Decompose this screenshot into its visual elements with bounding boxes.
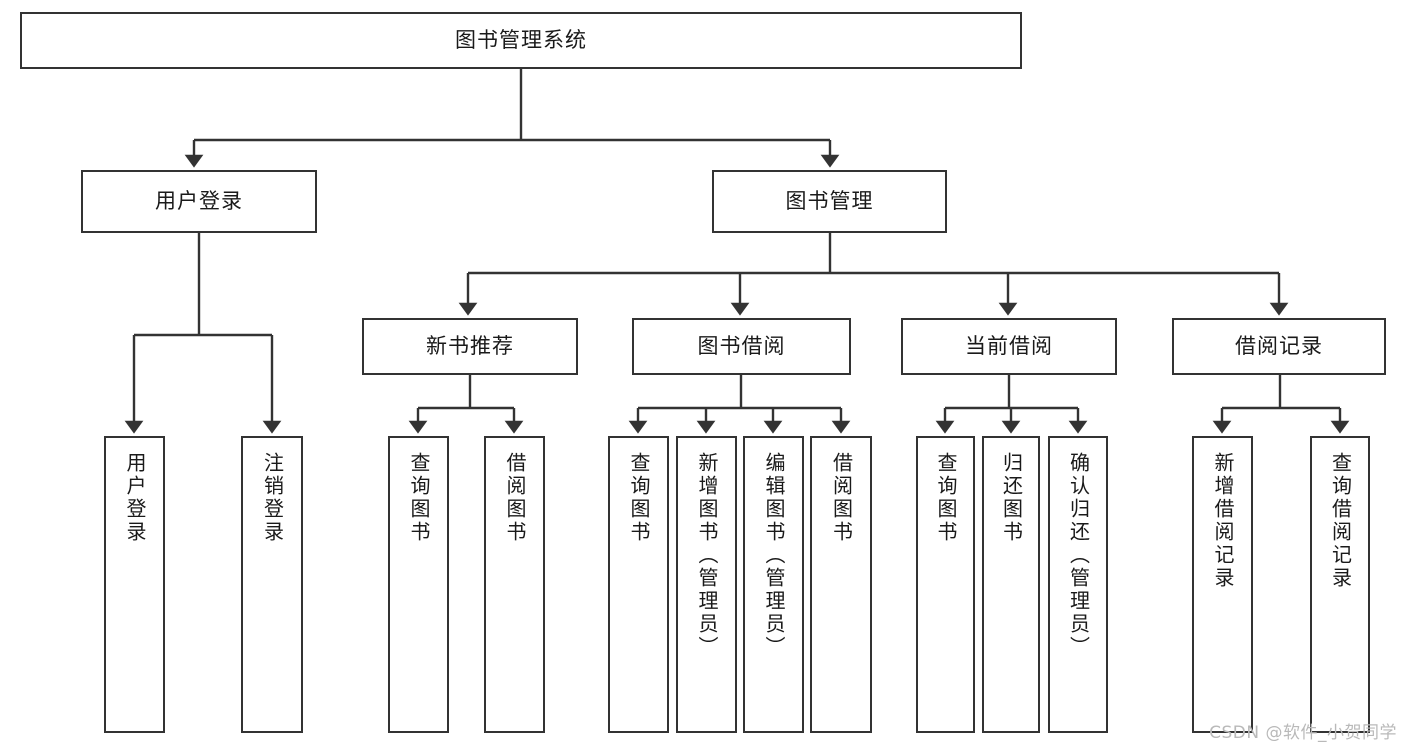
node-leaf-return-book[interactable]: 归还图书 <box>982 436 1040 733</box>
connector-user-login-to-leaves <box>124 233 282 434</box>
node-book-manage-label: 图书管理 <box>785 188 874 213</box>
node-root[interactable]: 图书管理系统 <box>20 12 1022 69</box>
node-leaf-confirm-return[interactable]: 确认归还（管理员） <box>1048 436 1108 733</box>
connector-borrow-record-to-leaves <box>1212 375 1350 434</box>
node-current-borrow[interactable]: 当前借阅 <box>901 318 1117 375</box>
connector-book-borrow-to-leaves <box>628 375 851 434</box>
node-leaf-user-logout-label: 注销登录 <box>260 452 285 544</box>
node-leaf-query-book-2-label: 查询图书 <box>627 452 651 544</box>
node-leaf-query-book-1-label: 查询图书 <box>407 452 431 544</box>
node-book-borrow[interactable]: 图书借阅 <box>632 318 851 375</box>
node-leaf-confirm-return-label: 确认归还（管理员） <box>1066 452 1091 659</box>
node-leaf-query-record-label: 查询借阅记录 <box>1328 452 1353 590</box>
csdn-watermark: CSDN @软件_小贺同学 <box>1209 723 1397 743</box>
node-leaf-add-book[interactable]: 新增图书（管理员） <box>676 436 737 733</box>
node-leaf-borrow-book-2[interactable]: 借阅图书 <box>810 436 872 733</box>
node-user-login[interactable]: 用户登录 <box>81 170 317 233</box>
node-book-manage[interactable]: 图书管理 <box>712 170 947 233</box>
node-leaf-borrow-book-1-label: 借阅图书 <box>503 452 527 544</box>
node-leaf-user-logout[interactable]: 注销登录 <box>241 436 303 733</box>
node-book-borrow-label: 图书借阅 <box>697 333 786 358</box>
node-leaf-user-login-label: 用户登录 <box>123 452 147 544</box>
node-new-book-rec[interactable]: 新书推荐 <box>362 318 578 375</box>
connector-root-to-level2 <box>184 69 840 168</box>
node-leaf-user-login[interactable]: 用户登录 <box>104 436 165 733</box>
node-leaf-query-book-3-label: 查询图书 <box>934 452 958 544</box>
node-leaf-query-book-2[interactable]: 查询图书 <box>608 436 669 733</box>
node-leaf-borrow-book-2-label: 借阅图书 <box>829 452 854 544</box>
node-leaf-query-book-3[interactable]: 查询图书 <box>916 436 975 733</box>
node-leaf-return-book-label: 归还图书 <box>999 452 1024 544</box>
node-leaf-add-book-label: 新增图书（管理员） <box>695 452 719 659</box>
node-borrow-record[interactable]: 借阅记录 <box>1172 318 1386 375</box>
node-leaf-edit-book-label: 编辑图书（管理员） <box>762 452 786 659</box>
node-leaf-query-record[interactable]: 查询借阅记录 <box>1310 436 1370 733</box>
node-new-book-rec-label: 新书推荐 <box>426 333 514 358</box>
node-root-label: 图书管理系统 <box>455 27 587 52</box>
node-leaf-query-book-1[interactable]: 查询图书 <box>388 436 449 733</box>
connector-current-borrow-to-leaves <box>935 375 1088 434</box>
node-borrow-record-label: 借阅记录 <box>1235 333 1323 358</box>
node-user-login-label: 用户登录 <box>155 188 243 213</box>
node-leaf-edit-book[interactable]: 编辑图书（管理员） <box>743 436 804 733</box>
node-leaf-add-record[interactable]: 新增借阅记录 <box>1192 436 1253 733</box>
connector-new-book-rec-to-leaves <box>408 375 524 434</box>
node-leaf-add-record-label: 新增借阅记录 <box>1211 452 1235 590</box>
connector-book-manage-to-level3 <box>458 233 1289 316</box>
node-leaf-borrow-book-1[interactable]: 借阅图书 <box>484 436 545 733</box>
node-current-borrow-label: 当前借阅 <box>965 333 1053 358</box>
